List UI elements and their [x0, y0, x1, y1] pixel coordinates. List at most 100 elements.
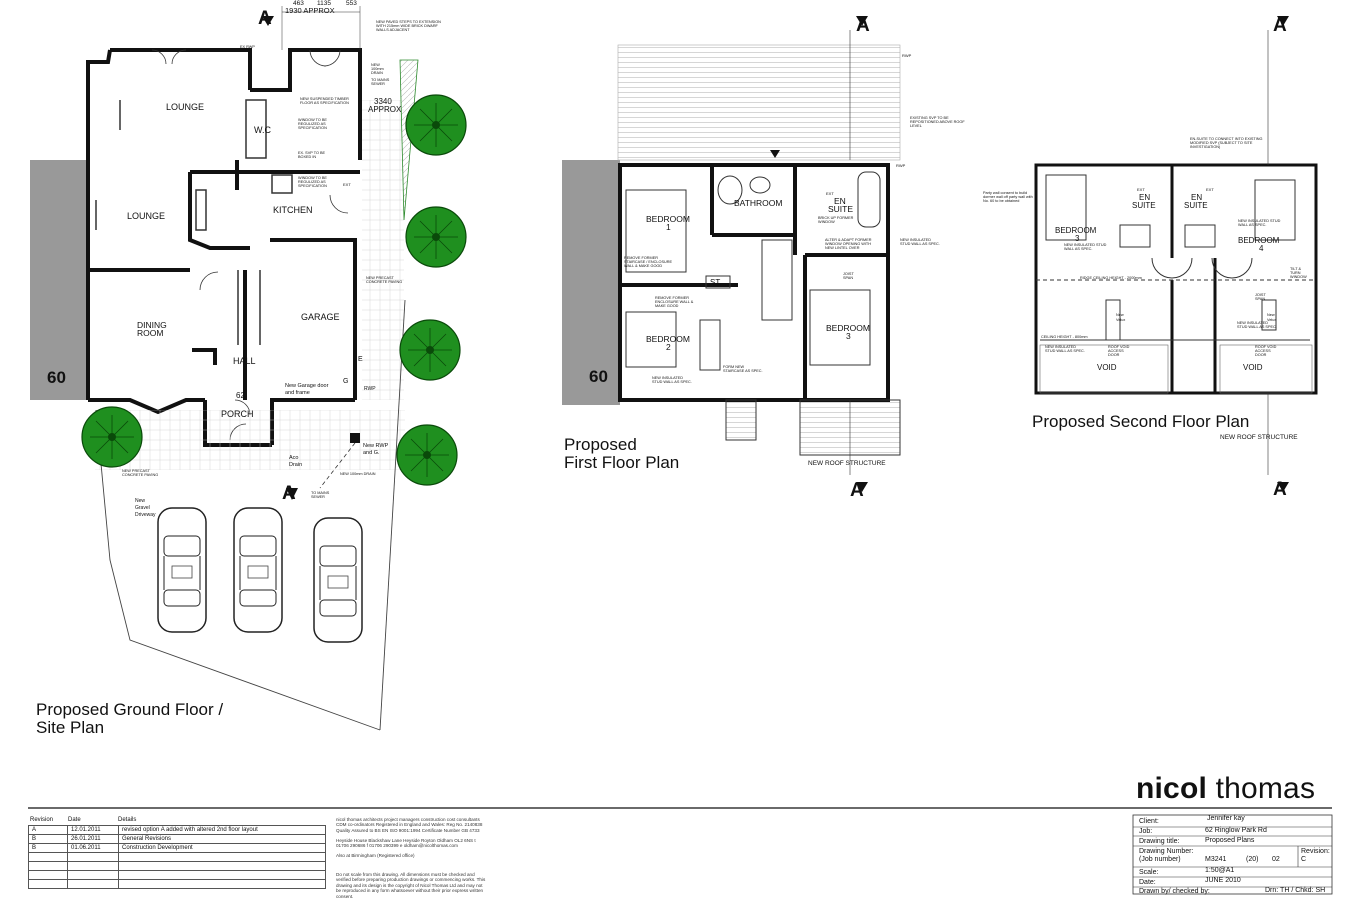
note-ext-b: EXT	[1206, 187, 1214, 192]
note-ridge-height: RIDGE CEILING HEIGHT - 2000mm	[1080, 276, 1142, 280]
room-hall: HALL	[233, 356, 256, 366]
room-bedroom-3: BEDROOM	[826, 323, 870, 333]
tree-icon	[81, 406, 143, 468]
note-stud-b: NEW INSULATED STUD WALL AS SPEC.	[1238, 219, 1281, 227]
rev-header-details: Details	[118, 817, 137, 823]
note-stud-d: NEW INSULATED STUD WALL AS SPEC.	[1237, 321, 1277, 329]
note-roof-structure-first: NEW ROOF STRUCTURE	[808, 460, 886, 467]
note-joist-span: JOIST SPAN	[843, 272, 854, 280]
tb-drawn-label: Drawn by/ checked by:	[1139, 888, 1210, 895]
note-svp: EX. SVP TO BE BOXED IN	[298, 151, 326, 159]
rev-cell: B	[28, 843, 68, 853]
table-row	[28, 852, 326, 862]
note-garage-door-l1: New Garage door	[285, 383, 329, 389]
rev-cell: B	[28, 834, 68, 844]
room-void-a: VOID	[1097, 363, 1117, 372]
room-porch: PORCH	[221, 409, 254, 419]
dim-553: 553	[346, 0, 357, 7]
rev-cell: General Revisions	[118, 834, 326, 844]
house-number-60: 60	[47, 368, 66, 387]
note-stud-wall: NEW INSULATED STUD WALL AS SPEC.	[900, 238, 940, 246]
note-stud-wall-2: NEW INSULATED STUD WALL AS SPEC.	[652, 376, 692, 384]
room-lounge: LOUNGE	[127, 211, 166, 221]
room-void-b: VOID	[1243, 363, 1263, 372]
room-wc: W.C	[254, 125, 271, 135]
rev-cell: Construction Development	[118, 843, 326, 853]
room-lounge-rear: LOUNGE	[166, 102, 205, 112]
brand-logo: nicol thomas	[1136, 772, 1315, 806]
note-aco-l2: Drain	[289, 462, 303, 468]
note-remove-stair: REMOVE FORMER STAIRCASE / ENCLOSURE WALL…	[624, 256, 673, 268]
room-garage: GARAGE	[301, 312, 340, 322]
revisions-table: A 12.01.2011 revised option A added with…	[28, 825, 326, 889]
rev-cell: revised option A added with altered 2nd …	[118, 825, 326, 835]
dim-463: 463	[293, 0, 304, 7]
table-row: B 01.06.2011 Construction Development	[28, 843, 326, 853]
section-mark-a: A	[1273, 15, 1287, 36]
note-ex-rwp: EX RWP	[240, 45, 255, 49]
note-rwp-first-2: RWP	[896, 163, 906, 168]
rev-header-revision: Revision	[30, 817, 54, 823]
tb-date: JUNE 2010	[1205, 877, 1241, 884]
note-precast-paving-2: NEW PRECAST CONCRETE PAVING	[122, 469, 159, 477]
room-bedroom-3-second-num: 3	[1075, 234, 1080, 243]
tb-scale: 1:50@A1	[1205, 867, 1235, 874]
room-store: ST.	[710, 278, 722, 287]
company-info: nicol thomas architects project managers…	[336, 817, 483, 833]
note-stud-a: NEW INSULATED STUD WALL AS SPEC.	[1064, 243, 1107, 251]
note-stud-c: NEW INSULATED STUD WALL AS SPEC.	[1045, 345, 1085, 353]
room-ensuite-a-l2: SUITE	[1132, 201, 1156, 210]
room-ensuite-b-l1: EN	[1191, 193, 1203, 202]
tb-revision: C	[1301, 856, 1307, 863]
section-mark-a: A	[850, 480, 864, 501]
company-also-at: Also at Birmingham (Registered office)	[336, 853, 415, 858]
tb-revision-label: Revision:	[1301, 848, 1330, 855]
note-window-regulized: WINDOW TO BE REGULIZED AS SPECIFICATION	[298, 118, 327, 130]
note-svp-reposition: EXISTING SVP TO BE REPOSITIONED ABOVE RO…	[910, 116, 965, 128]
note-gravel-l2: Gravel	[135, 505, 150, 511]
note-garage-door-l2: and frame	[285, 390, 310, 396]
table-row: B 26.01.2011 General Revisions	[28, 834, 326, 844]
tb-scale-label: Scale:	[1139, 869, 1159, 876]
tb-job-label: Job:	[1139, 828, 1153, 835]
dim-1930: 1930 APPROX	[285, 6, 335, 15]
note-gravel-l1: New	[135, 498, 146, 504]
tb-client-label: Client:	[1139, 818, 1159, 825]
rev-cell: 01.06.2011	[67, 843, 119, 853]
note-aco-l1: Aco	[289, 455, 299, 461]
room-bedroom-1: BEDROOM	[646, 214, 690, 224]
tb-number-label-l2: (Job number)	[1139, 856, 1181, 863]
table-row: A 12.01.2011 revised option A added with…	[28, 825, 326, 835]
room-bedroom-1-num: 1	[666, 222, 671, 232]
company-address: Heyside House Blackshaw Lane Heyside Roy…	[336, 838, 476, 849]
rev-cell: 26.01.2011	[67, 834, 119, 844]
note-remove-enclosure: REMOVE FORMER ENCLOSURE WALL & MAKE GOOD	[655, 296, 694, 308]
tb-series: (20)	[1246, 856, 1259, 863]
table-row	[28, 870, 326, 880]
section-mark-a: A	[282, 483, 296, 504]
ground-plan-title-l2: Site Plan	[36, 718, 105, 737]
note-ceiling-800: CEILING HEIGHT - 800mm	[1041, 335, 1088, 339]
note-ext-first: EXT	[826, 191, 834, 196]
tree-icon	[405, 206, 467, 268]
table-row	[28, 861, 326, 871]
note-window-kitchen: WINDOW TO BE REGULIZED AS SPECIFICATION	[298, 176, 327, 188]
brand-bold: nicol	[1136, 772, 1208, 805]
tb-job-number: M3241	[1205, 856, 1227, 863]
note-form-stair: FORM NEW STAIRCASE AS SPEC.	[723, 365, 763, 373]
tb-job: 62 Ringlow Park Rd	[1205, 827, 1267, 834]
section-mark-a: A	[856, 15, 870, 36]
note-ext: EXT	[343, 182, 351, 187]
car-icon	[233, 507, 283, 633]
dim-approx: APPROX	[368, 105, 402, 114]
tree-icon	[399, 319, 461, 381]
room-ensuite-a-l1: EN	[1139, 193, 1151, 202]
table-row	[28, 879, 326, 889]
note-roof-structure-second: NEW ROOF STRUCTURE	[1220, 434, 1298, 441]
note-to-mains-sewer-2: TO MAINS SEWER	[311, 491, 330, 499]
note-new-drain-2: NEW 100mm DRAIN	[340, 472, 376, 476]
note-roof-void-a: ROOF VOID ACCESS DOOR	[1108, 345, 1130, 357]
neighbour-house-60	[30, 160, 86, 400]
section-mark-a: A	[1273, 479, 1287, 500]
